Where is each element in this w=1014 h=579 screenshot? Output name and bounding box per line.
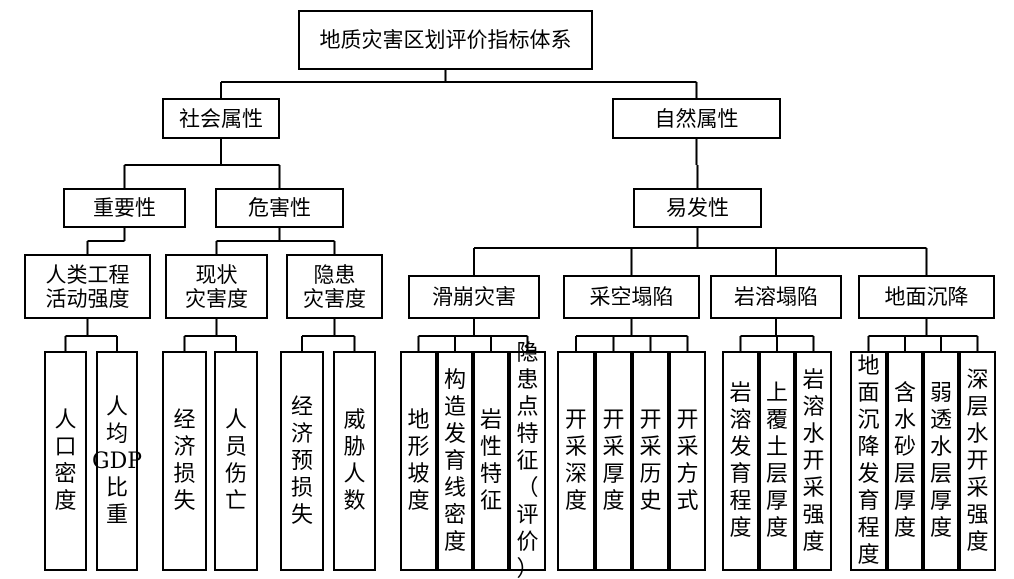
node-current-hazard-degree: 现状 灾害度: [165, 254, 268, 319]
leaf-casualties: 人 员 伤 亡: [214, 351, 258, 571]
node-susceptibility: 易发性: [633, 188, 762, 228]
leaf-mining-history: 开 采 历 史: [632, 351, 669, 571]
node-social-attribute: 社会属性: [162, 98, 280, 139]
leaf-structural-line-density: 构 造 发 育 线 密 度: [437, 351, 473, 571]
leaf-aquifer-sand-thickness: 含 水 砂 层 厚 度: [887, 351, 923, 571]
leaf-expected-economic-loss: 经 济 预 损 失: [280, 351, 324, 571]
node-root: 地质灾害区划评价指标体系: [298, 10, 593, 70]
leaf-mining-depth: 开 采 深 度: [557, 351, 595, 571]
leaf-karst-water-extraction: 岩 溶 水 开 采 强 度: [795, 351, 832, 571]
leaf-population-density: 人 口 密 度: [44, 351, 87, 571]
node-land-subsidence: 地面沉降: [858, 275, 995, 319]
node-natural-attribute: 自然属性: [612, 98, 781, 139]
leaf-gdp-per-capita-ratio: 人 均 GDP 比 重: [92, 351, 142, 571]
node-landslide-collapse: 滑崩灾害: [408, 275, 540, 319]
node-latent-hazard-degree: 隐患 灾害度: [286, 254, 383, 319]
leaf-terrain-slope: 地 形 坡 度: [400, 351, 437, 571]
leaf-overburden-thickness: 上 覆 土 层 厚 度: [759, 351, 795, 571]
leaf-mining-thickness: 开 采 厚 度: [595, 351, 632, 571]
leaf-mining-method: 开 采 方 式: [669, 351, 706, 571]
node-hazard: 危害性: [215, 188, 344, 228]
leaf-hazard-point-features: 隐 患 点 特 征 （ 评 价 ）: [509, 341, 546, 579]
leaf-economic-loss: 经 济 损 失: [162, 351, 207, 571]
node-goaf-collapse: 采空塌陷: [563, 275, 700, 319]
leaf-subsidence-development: 地 面 沉 降 发 育 程 度: [850, 351, 887, 571]
node-importance: 重要性: [63, 188, 186, 228]
leaf-threatened-people: 威 胁 人 数: [333, 351, 376, 571]
leaf-lithology: 岩 性 特 征: [473, 351, 509, 571]
leaf-weak-permeable-layer-thickness: 弱 透 水 层 厚 度: [923, 351, 959, 571]
leaf-deep-water-extraction: 深 层 水 开 采 强 度: [959, 351, 996, 571]
leaf-karst-development: 岩 溶 发 育 程 度: [722, 351, 759, 571]
node-human-engineering-intensity: 人类工程 活动强度: [24, 254, 151, 319]
node-karst-collapse: 岩溶塌陷: [710, 275, 842, 319]
